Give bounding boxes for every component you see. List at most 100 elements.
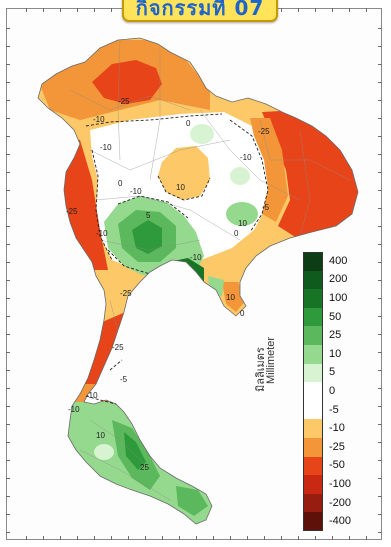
legend-color-bin (303, 252, 323, 272)
tick-mark (332, 8, 333, 12)
tick-mark (77, 8, 78, 12)
contour-label: -10 (68, 405, 80, 414)
tick-mark (6, 460, 10, 461)
tick-mark (6, 226, 10, 227)
title-badge: กิจกรรมที่ 07 (122, 0, 278, 22)
tick-mark (145, 536, 146, 540)
land-outline (37, 37, 359, 525)
tick-mark (6, 298, 10, 299)
tick-mark (378, 424, 382, 425)
legend-label: 100 (329, 292, 348, 304)
contour-label: 0 (186, 119, 191, 128)
tick-mark (378, 496, 382, 497)
tick-mark (6, 316, 10, 317)
legend-color-bin (303, 400, 323, 420)
tick-mark (378, 352, 382, 353)
tick-mark (94, 8, 95, 12)
tick-mark (6, 118, 10, 119)
contour-label: 0 (118, 179, 123, 188)
tick-mark (378, 316, 382, 317)
tick-mark (378, 100, 382, 101)
legend-color-bin (303, 363, 323, 383)
tick-mark (43, 536, 44, 540)
tick-mark (179, 536, 180, 540)
tick-mark (26, 8, 27, 12)
tick-mark (332, 536, 333, 540)
tick-mark (94, 536, 95, 540)
legend-label: -50 (329, 459, 345, 472)
contour-label: 10 (238, 219, 247, 228)
tick-mark (6, 136, 10, 137)
tick-mark (230, 536, 231, 540)
contour-label: -10 (130, 187, 142, 196)
tick-mark (315, 536, 316, 540)
legend-label: -100 (329, 478, 352, 490)
tick-mark (378, 388, 382, 389)
contour-label: 0 (240, 309, 245, 318)
tick-mark (378, 532, 382, 533)
contour-label: -10 (240, 153, 252, 162)
legend-color-bin (303, 456, 323, 476)
legend-label: -5 (329, 403, 339, 416)
contour-label: -10 (96, 229, 108, 238)
tick-mark (6, 190, 10, 191)
tick-mark (60, 536, 61, 540)
contour-label: -10 (190, 253, 202, 262)
tick-mark (111, 536, 112, 540)
tick-mark (378, 244, 382, 245)
contour-label: -25 (66, 207, 78, 216)
tick-mark (378, 298, 382, 299)
legend-color-bin (303, 289, 323, 309)
legend-color-bin (303, 382, 323, 402)
tick-mark (196, 536, 197, 540)
legend-color-bin (303, 419, 323, 439)
tick-mark (378, 172, 382, 173)
tick-mark (366, 8, 367, 12)
tick-mark (162, 536, 163, 540)
tick-mark (315, 8, 316, 12)
tick-mark (378, 262, 382, 263)
tick-mark (349, 536, 350, 540)
tick-mark (378, 154, 382, 155)
contour-label: 10 (96, 431, 105, 440)
tick-mark (298, 8, 299, 12)
legend-color-bin (303, 307, 323, 327)
tick-mark (6, 406, 10, 407)
tick-mark (247, 536, 248, 540)
tick-mark (6, 172, 10, 173)
contour-label: 5 (146, 211, 151, 220)
legend-color-bin (303, 438, 323, 458)
tick-mark (378, 64, 382, 65)
tick-mark (77, 536, 78, 540)
contour-label: -25 (258, 127, 270, 136)
tick-mark (6, 334, 10, 335)
legend-label: -400 (329, 515, 352, 528)
legend-label: -10 (329, 422, 345, 435)
tick-mark (378, 478, 382, 479)
legend-label: 50 (329, 310, 342, 323)
tick-mark (111, 8, 112, 12)
contour-label: -25 (112, 343, 124, 352)
tick-mark (6, 424, 10, 425)
tick-mark (298, 536, 299, 540)
legend-label: 0 (329, 385, 336, 397)
tick-mark (6, 352, 10, 353)
legend-label: 5 (329, 366, 336, 379)
legend-color-bin (303, 493, 323, 513)
tick-mark (378, 118, 382, 119)
tick-mark (366, 536, 367, 540)
legend-color-bin (303, 270, 323, 290)
contour-label: -10 (93, 115, 105, 124)
contour-label: -10 (86, 391, 98, 400)
contour-lines (85, 113, 269, 405)
tick-mark (6, 64, 10, 65)
tick-mark (128, 536, 129, 540)
tick-mark (264, 536, 265, 540)
tick-mark (60, 8, 61, 12)
legend-color-bin (303, 475, 323, 495)
tick-mark (378, 514, 382, 515)
contour-label: -25 (118, 97, 130, 106)
tick-mark (281, 8, 282, 12)
tick-mark (6, 154, 10, 155)
